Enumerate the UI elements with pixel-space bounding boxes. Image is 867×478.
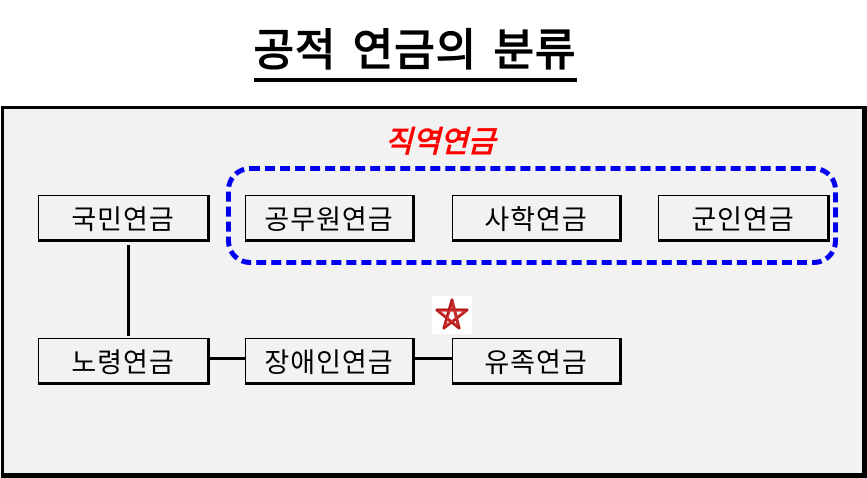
connector-national-to-old-age [127,245,130,336]
box-disability-pension: 장애인연금 [245,338,415,385]
box-national-pension: 국민연금 [38,195,210,242]
box-military-pension: 군인연금 [658,195,830,242]
box-old-age-pension: 노령연금 [38,338,210,385]
title-text: 공적 연금의 분류 [253,25,577,82]
diagram-panel [1,106,867,478]
box-survivor-pension: 유족연금 [452,338,622,385]
group-label-occupational: 직역연금 [385,125,496,160]
page-title: 공적 연금의 분류 [0,14,830,82]
connector-old-age-to-disability [210,357,245,360]
box-civil-servant-pension: 공무원연금 [245,195,415,242]
connector-disability-to-survivor [415,357,452,360]
star-icon [432,296,472,334]
occupational-pension-group [226,166,838,265]
box-private-school-pension: 사학연금 [452,195,622,242]
